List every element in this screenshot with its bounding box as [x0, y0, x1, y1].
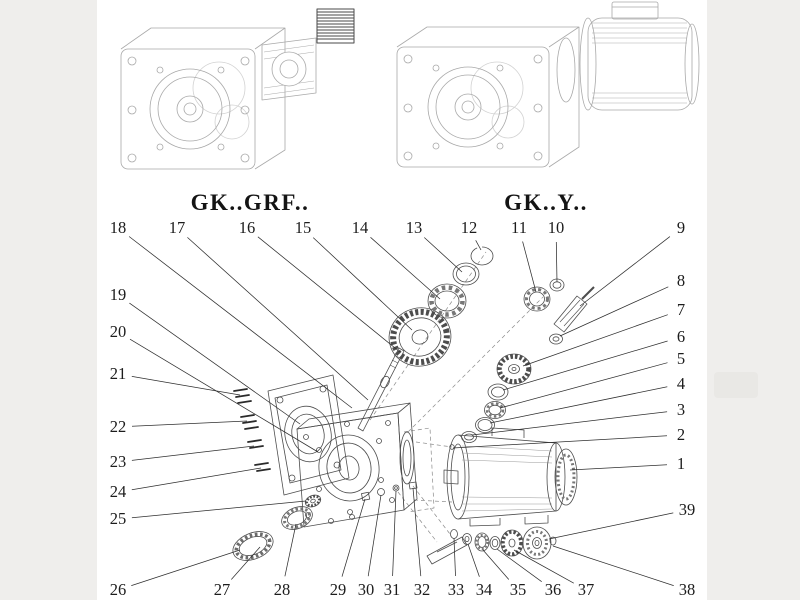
retaining-ring	[475, 417, 495, 433]
leader-line-21	[131, 376, 241, 396]
leader-line-30	[367, 494, 382, 577]
bearing	[474, 532, 490, 552]
leader-line-18	[128, 236, 353, 409]
roller-bearing	[281, 506, 313, 530]
bevel-pinion	[553, 295, 588, 333]
leader-line-5	[499, 362, 668, 409]
output-shaft-assembly	[426, 526, 557, 565]
assembled-grf-drawing	[120, 8, 355, 170]
spacer	[489, 536, 501, 550]
leader-line-14	[370, 237, 441, 300]
input-adapter	[261, 37, 317, 101]
shim-ring	[487, 383, 509, 401]
motor	[579, 1, 700, 111]
flange-screws	[233, 388, 271, 472]
assembled-y-drawing	[396, 1, 700, 168]
leader-line-8	[559, 286, 669, 337]
leader-line-16	[257, 236, 401, 353]
leader-line-29	[341, 498, 366, 577]
drawing-panel	[97, 0, 707, 600]
small-pinion	[304, 494, 322, 508]
fan-cover	[684, 23, 700, 105]
leader-line-33	[453, 537, 456, 577]
leader-line-1	[569, 464, 668, 471]
leader-line-39	[548, 512, 674, 540]
circlip	[392, 484, 400, 492]
gear-and-bearing-stack	[388, 246, 494, 367]
leader-line-9	[579, 236, 671, 307]
leader-line-10	[555, 241, 558, 283]
motor-bell	[556, 37, 576, 103]
leader-line-17	[187, 237, 369, 401]
leader-line-25	[131, 500, 307, 519]
leader-line-11	[522, 241, 537, 293]
leader-line-26	[131, 549, 241, 586]
helical-gear	[390, 308, 450, 366]
leader-line-22	[131, 420, 248, 427]
leader-lines	[128, 236, 674, 586]
caption-grf: GK..GRF..	[190, 190, 310, 215]
leader-line-34	[467, 543, 480, 577]
leader-line-2	[452, 435, 668, 449]
output-bore	[427, 66, 509, 148]
leader-line-7	[522, 314, 668, 367]
housing-bore	[318, 434, 380, 502]
pinion-shaft-chain	[461, 278, 595, 443]
washer	[450, 529, 458, 539]
exploded-view-drawing	[232, 246, 595, 565]
leader-line-3	[471, 411, 668, 436]
washer	[377, 488, 385, 496]
leader-line-23	[131, 445, 255, 461]
flange-bolt	[449, 444, 455, 450]
roller-bearing-race	[232, 531, 274, 561]
small-fasteners	[361, 481, 418, 501]
leader-line-36	[496, 548, 542, 583]
leader-line-24	[131, 467, 262, 491]
key	[361, 491, 371, 501]
gear-disc	[522, 526, 552, 560]
leader-line-20	[129, 338, 319, 453]
washer	[549, 333, 563, 345]
leader-line-35	[482, 549, 510, 580]
small-bearing	[523, 286, 551, 312]
caption-y: GK..Y..	[504, 190, 588, 215]
plug	[408, 481, 418, 490]
cooling-fin-cap	[316, 8, 355, 44]
leader-line-28	[284, 523, 297, 577]
bevel-gear	[496, 353, 532, 385]
leader-line-15	[312, 237, 413, 331]
snap-ring	[470, 246, 494, 266]
leader-line-13	[424, 237, 463, 273]
watermark	[714, 372, 758, 398]
mounting-flange-plate	[267, 374, 350, 496]
leader-line-6	[502, 340, 668, 391]
ball-bearing	[427, 283, 467, 319]
electric-motor	[443, 427, 578, 527]
leader-line-37	[513, 549, 574, 584]
bearing	[484, 401, 506, 419]
motor-mount-flange	[399, 431, 415, 485]
leader-line-38	[552, 545, 674, 586]
assembly-axis-lines	[369, 251, 544, 543]
leader-line-4	[489, 386, 668, 424]
terminal-box	[611, 1, 659, 20]
spacer-ring	[452, 262, 480, 286]
output-bore	[149, 68, 231, 150]
leader-line-32	[412, 487, 422, 577]
gear-housing	[296, 402, 418, 528]
output-shaft	[426, 536, 468, 565]
end-ring	[549, 536, 557, 546]
motor-fan-cover	[554, 448, 578, 506]
output-bearing-rings	[232, 494, 322, 561]
leader-line-31	[392, 490, 397, 577]
leader-line-19	[129, 302, 301, 425]
lock-nut	[462, 533, 472, 545]
leader-line-27	[231, 546, 261, 580]
leader-line-12	[475, 240, 482, 251]
